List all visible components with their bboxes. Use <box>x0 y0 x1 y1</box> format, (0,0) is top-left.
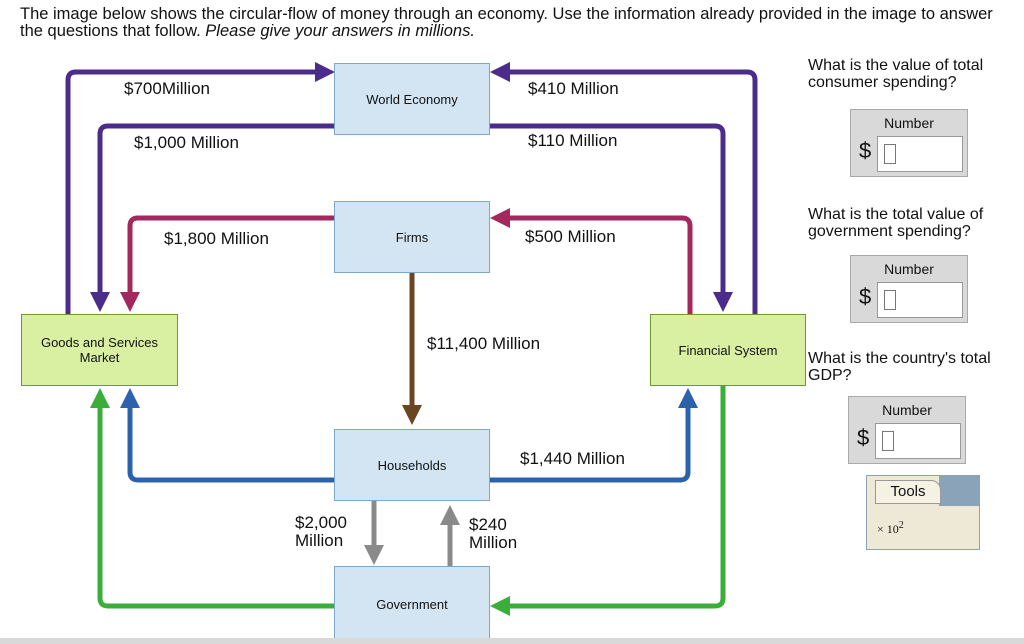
circular-flow-diagram <box>65 62 758 616</box>
scientific-notation-button[interactable]: × 102 <box>877 520 904 536</box>
currency-symbol: $ <box>859 284 872 309</box>
financial-system-box: Financial System <box>650 314 806 386</box>
government-box: Government <box>334 566 490 642</box>
government-spending-input[interactable] <box>884 290 896 310</box>
answer-box-title: Number <box>884 261 934 277</box>
currency-symbol: $ <box>857 425 870 450</box>
label-government-to-households: $240 Million <box>469 515 518 552</box>
bottom-toolbar <box>0 638 1024 644</box>
flow-financial-to-world <box>490 62 758 315</box>
answer-box-title: Number <box>882 402 932 418</box>
tools-tab-bar <box>939 476 979 506</box>
answer-box-government-spending: Number $ <box>850 255 968 323</box>
label-firms-to-households: $11,400 Million <box>427 334 541 353</box>
consumer-spending-input[interactable] <box>884 144 896 164</box>
flow-government-to-goods <box>90 388 334 609</box>
label-financial-to-firms: $500 Million <box>525 227 616 246</box>
flow-world-to-financial <box>490 123 733 312</box>
flow-households-to-financial <box>490 388 698 483</box>
label-households-to-government: $2,000 Million <box>295 513 347 550</box>
answer-box-total-gdp: Number $ <box>848 396 966 464</box>
firms-box: Firms <box>334 201 490 273</box>
label-goods-to-world: $700Million <box>124 79 210 98</box>
label-world-to-financial: $110 Million <box>528 131 618 150</box>
flow-households-to-goods <box>120 388 334 483</box>
instructions: The image below shows the circular-flow … <box>20 6 1010 40</box>
answer-box-title: Number <box>884 115 934 131</box>
goods-services-market-box: Goods and Services Market <box>21 314 178 386</box>
instructions-emphasis: Please give your answers in millions. <box>205 22 475 40</box>
answer-field-wrapper[interactable] <box>877 136 963 172</box>
label-world-to-goods: $1,000 Million <box>134 133 239 152</box>
tools-tab[interactable]: Tools <box>875 480 941 504</box>
instructions-text: The image below shows the circular-flow … <box>20 5 993 40</box>
flow-financial-to-firms <box>490 208 693 315</box>
question-government-spending: What is the total value of government sp… <box>808 206 984 240</box>
flow-firms-to-goods <box>120 215 334 312</box>
label-firms-to-goods: $1,800 Million <box>164 229 269 248</box>
answer-box-consumer-spending: Number $ <box>850 109 968 177</box>
answer-field-wrapper[interactable] <box>877 282 963 318</box>
question-total-gdp: What is the country's total GDP? <box>808 350 991 384</box>
currency-symbol: $ <box>859 138 872 163</box>
answer-field-wrapper[interactable] <box>875 423 961 459</box>
tools-panel: Tools × 102 <box>866 475 980 550</box>
label-households-to-financial: $1,440 Million <box>520 449 625 468</box>
label-financial-to-world: $410 Million <box>528 79 619 98</box>
flow-goods-to-world <box>65 62 335 315</box>
total-gdp-input[interactable] <box>882 431 894 451</box>
question-consumer-spending: What is the value of total consumer spen… <box>808 57 984 91</box>
flow-world-to-goods <box>90 123 334 312</box>
world-economy-box: World Economy <box>334 63 490 135</box>
households-box: Households <box>334 429 490 501</box>
flow-financial-to-government <box>490 386 726 616</box>
